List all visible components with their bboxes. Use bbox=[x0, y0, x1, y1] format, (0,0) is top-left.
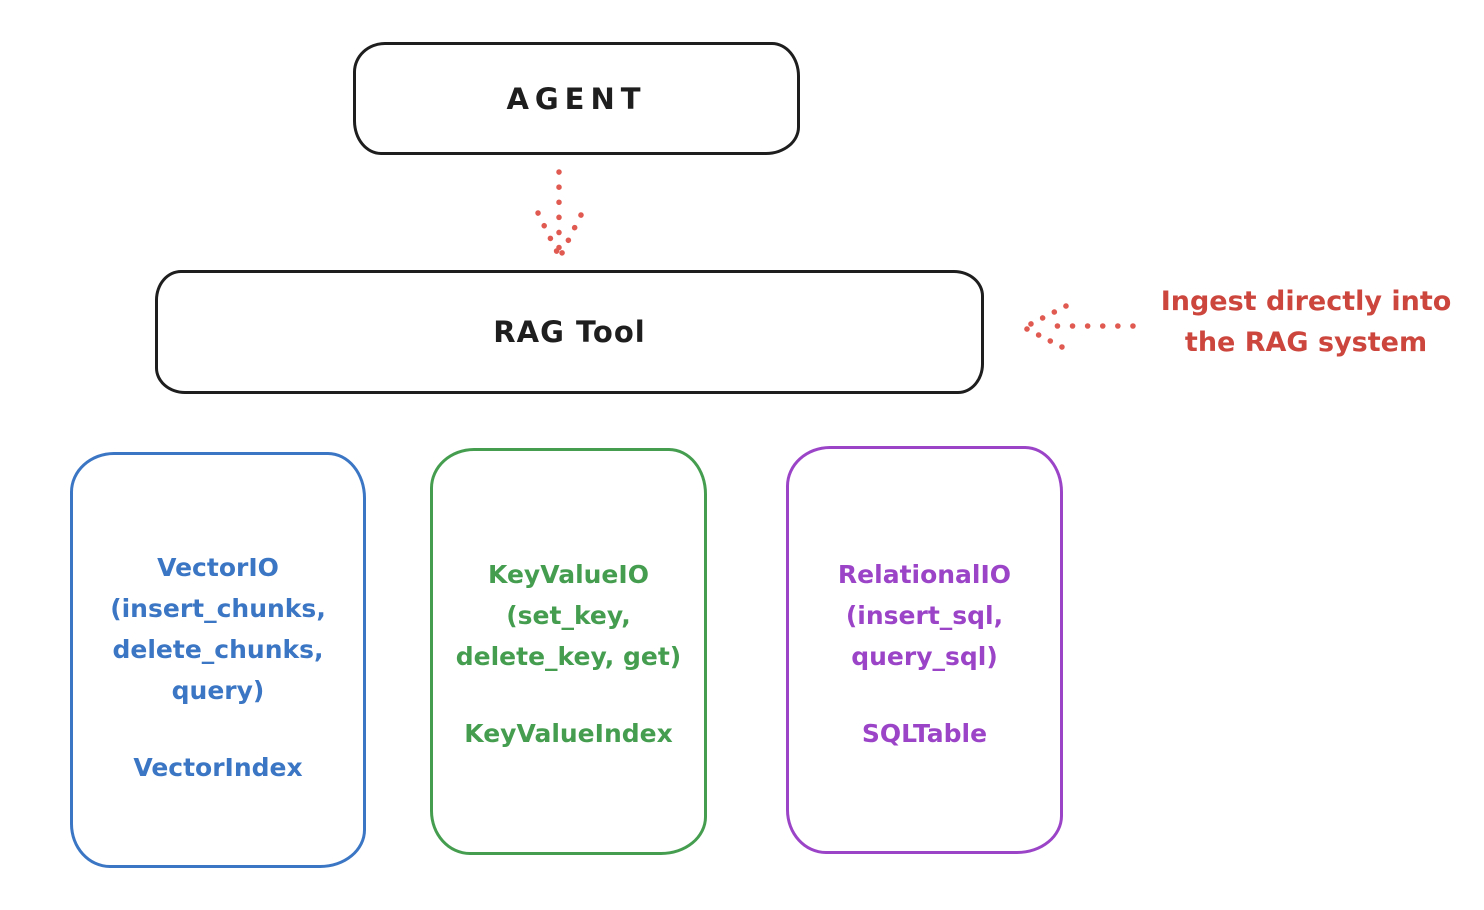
vectorio-index-label: VectorIndex bbox=[133, 753, 303, 782]
relationalio-box: RelationalIO (insert_sql, query_sql) SQL… bbox=[786, 446, 1063, 854]
vectorio-methods-2: delete_chunks, bbox=[112, 635, 324, 664]
rag-tool-box: RAG Tool bbox=[155, 270, 984, 394]
relationalio-index-label: SQLTable bbox=[861, 719, 988, 748]
annotation-ingest: Ingest directly into the RAG system bbox=[1136, 281, 1476, 363]
keyvalueio-box: KeyValueIO (set_key, delete_key, get) Ke… bbox=[430, 448, 707, 855]
left-arrow-icon bbox=[1022, 303, 1136, 350]
relationalio-title: RelationalIO bbox=[837, 560, 1012, 589]
keyvalueio-index-label: KeyValueIndex bbox=[464, 719, 673, 748]
keyvalueio-methods-1: (set_key, bbox=[506, 601, 631, 630]
annotation-line-2: the RAG system bbox=[1184, 327, 1428, 358]
vectorio-title: VectorIO bbox=[157, 553, 279, 582]
annotation-line-1: Ingest directly into bbox=[1160, 286, 1452, 317]
relationalio-methods-2: query_sql) bbox=[851, 642, 998, 671]
relationalio-methods-1: (insert_sql, bbox=[845, 601, 1004, 630]
agent-label: AGENT bbox=[506, 81, 647, 116]
keyvalueio-methods-2: delete_key, get) bbox=[455, 642, 682, 671]
vectorio-methods-3: query) bbox=[171, 676, 265, 705]
agent-box: AGENT bbox=[353, 42, 800, 155]
rag-tool-label: RAG Tool bbox=[493, 315, 646, 349]
down-arrow-icon bbox=[535, 169, 584, 258]
vectorio-box: VectorIO (insert_chunks, delete_chunks, … bbox=[70, 452, 366, 868]
keyvalueio-title: KeyValueIO bbox=[488, 560, 649, 589]
vectorio-methods-1: (insert_chunks, bbox=[110, 594, 326, 623]
